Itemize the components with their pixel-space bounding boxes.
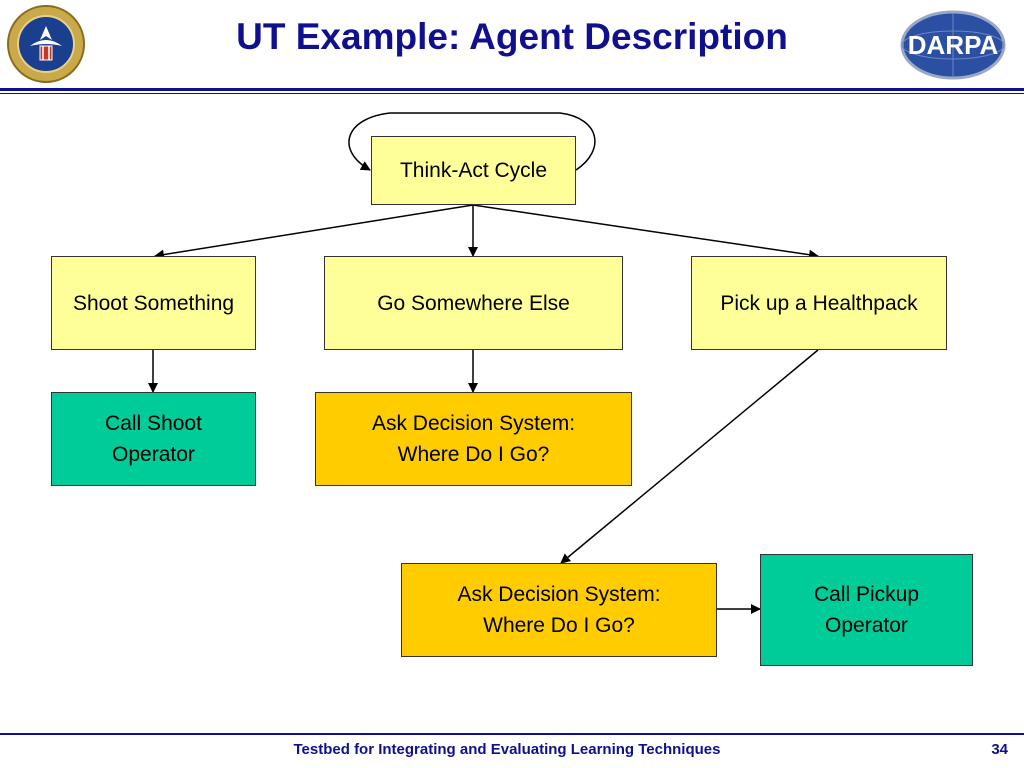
footer-text: Testbed for Integrating and Evaluating L… bbox=[293, 741, 721, 758]
node-label: Go Somewhere Else bbox=[377, 291, 570, 315]
node-label: Think-Act Cycle bbox=[399, 159, 548, 182]
navy-seal-logo bbox=[7, 5, 85, 83]
arrow-to-pickup bbox=[472, 204, 819, 260]
arrow-to-shoot bbox=[154, 204, 474, 260]
node-call-pickup-operator: Call Pickup Operator bbox=[760, 554, 973, 666]
darpa-logo: DARPA bbox=[900, 10, 1006, 80]
arrow-to-ask-pickup bbox=[560, 349, 819, 564]
node-ask-decision-go: Ask Decision System: Where Do I Go? bbox=[315, 392, 632, 486]
node-call-shoot-operator: Call Shoot Operator bbox=[51, 392, 256, 486]
title-divider bbox=[0, 88, 1024, 91]
node-ask-decision-pickup: Ask Decision System: Where Do I Go? bbox=[401, 563, 717, 657]
loop-arrow bbox=[348, 112, 596, 171]
node-pick-up-healthpack: Pick up a Healthpack bbox=[691, 256, 947, 350]
title-divider-thin bbox=[0, 93, 1024, 94]
node-label: Shoot Something bbox=[72, 291, 235, 315]
node-think-act-cycle: Think-Act Cycle bbox=[371, 136, 576, 205]
node-label: Ask Decision System: Where Do I Go? bbox=[457, 583, 661, 637]
page-number: 34 bbox=[991, 741, 1008, 758]
slide-title: UT Example: Agent Description bbox=[236, 16, 788, 57]
node-shoot-something: Shoot Something bbox=[51, 256, 256, 350]
node-label: Ask Decision System: Where Do I Go? bbox=[371, 412, 576, 466]
svg-text:DARPA: DARPA bbox=[908, 30, 999, 60]
node-label: Call Pickup Operator bbox=[813, 583, 920, 637]
node-go-somewhere-else: Go Somewhere Else bbox=[324, 256, 623, 350]
node-label: Call Shoot Operator bbox=[105, 412, 202, 466]
node-label: Pick up a Healthpack bbox=[720, 291, 918, 315]
footer-divider bbox=[0, 733, 1024, 735]
